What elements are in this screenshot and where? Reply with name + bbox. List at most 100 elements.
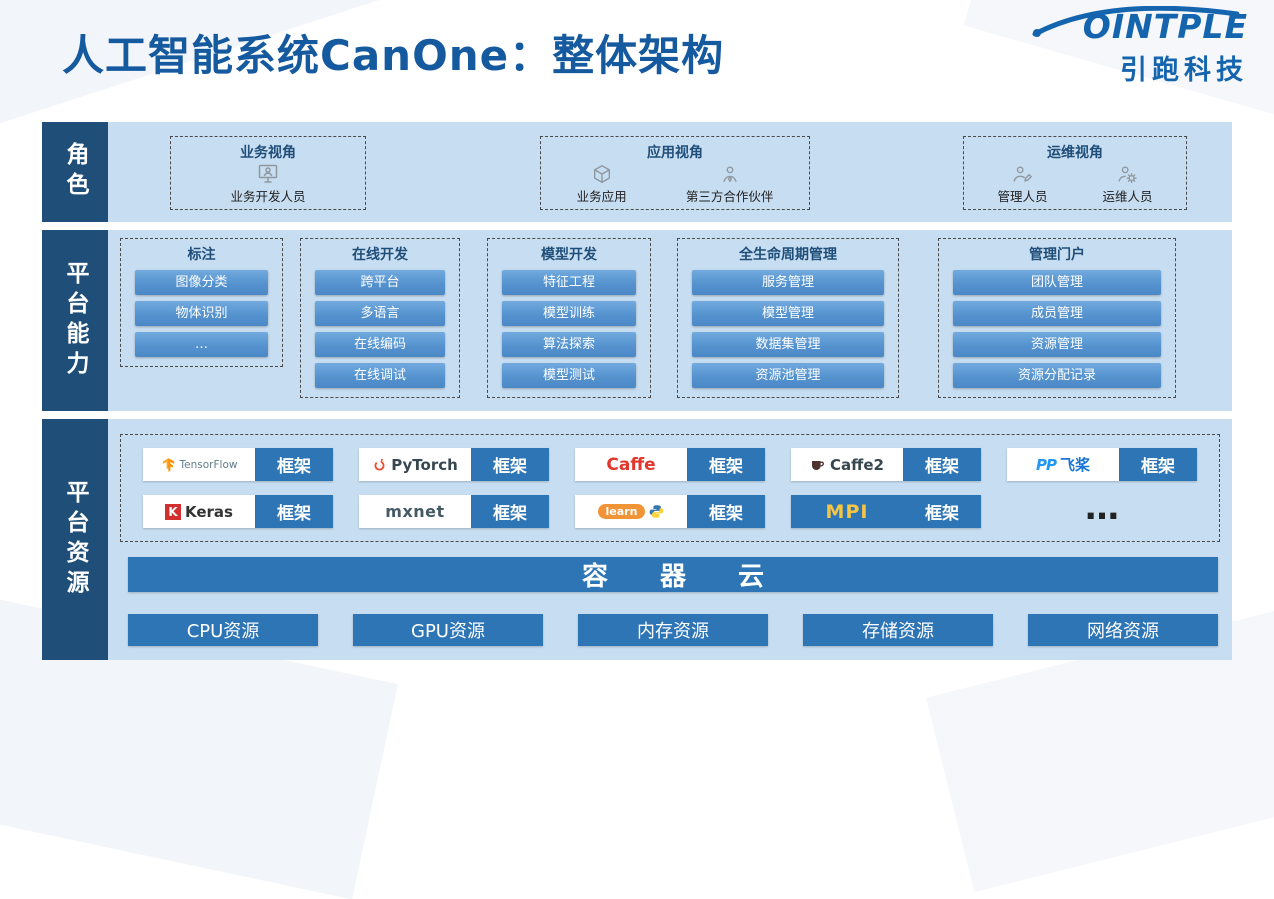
- python-icon: [650, 505, 664, 518]
- frameworks-ellipsis: …: [1085, 488, 1119, 528]
- capability-group-annotation: 标注 图像分类 物体识别 …: [120, 238, 283, 367]
- capability-item: 算法探索: [502, 332, 636, 357]
- capability-item: 模型训练: [502, 301, 636, 326]
- framework-label: 框架: [277, 457, 311, 477]
- capability-item: 在线编码: [315, 332, 445, 357]
- logo-company-name: 引跑科技: [1120, 54, 1248, 86]
- capability-item: 资源池管理: [692, 363, 884, 388]
- capability-item: 在线调试: [315, 363, 445, 388]
- company-logo: OINTPLE 引跑科技: [1008, 5, 1248, 100]
- framework-label: 框架: [1141, 457, 1175, 477]
- admin-person-icon: [1014, 166, 1033, 182]
- resource-bars-row: CPU资源 GPU资源 内存资源 存储资源 网络资源: [128, 614, 1218, 646]
- capability-item: 物体识别: [135, 301, 268, 326]
- pytorch-logo: PyTorch: [359, 448, 471, 481]
- partner-person-icon: [722, 166, 737, 183]
- capability-item: 资源管理: [953, 332, 1161, 357]
- framework-label: 框架: [493, 504, 527, 524]
- capability-item: 模型测试: [502, 363, 636, 388]
- role-item: 业务开发人员: [230, 163, 306, 205]
- keras-logo: K Keras: [143, 495, 255, 528]
- role-label: 管理人员: [997, 189, 1048, 204]
- capability-group-lifecycle: 全生命周期管理 服务管理 模型管理 数据集管理 资源池管理: [677, 238, 899, 398]
- capability-group-online-dev: 在线开发 跨平台 多语言 在线编码 在线调试: [300, 238, 460, 398]
- role-group-operations: 运维视角 管理人员 运: [963, 136, 1187, 210]
- framework-chip-caffe2: Caffe2 框架: [791, 448, 981, 481]
- framework-label: 框架: [709, 457, 743, 477]
- capability-item: 团队管理: [953, 270, 1161, 295]
- resource-bar-storage: 存储资源: [803, 614, 993, 646]
- capabilities-band-label-text: 平台能力: [62, 260, 88, 381]
- framework-label: 框架: [709, 504, 743, 524]
- role-label: 业务应用: [576, 189, 627, 204]
- framework-chip-mxnet: mxnet 框架: [359, 495, 549, 528]
- roles-band-label: 角色: [42, 122, 108, 222]
- sklearn-icon: learn: [597, 504, 646, 519]
- business-developer-icon: [258, 164, 278, 183]
- framework-label: 框架: [493, 457, 527, 477]
- caffe2-logo: Caffe2: [791, 448, 903, 481]
- paddlepaddle-icon: PP: [1035, 455, 1057, 474]
- capability-group-title: 在线开发: [352, 247, 408, 263]
- tensorflow-icon: [162, 458, 174, 472]
- resource-bar-network: 网络资源: [1028, 614, 1218, 646]
- resource-bar-gpu: GPU资源: [353, 614, 543, 646]
- role-label: 第三方合作伙伴: [685, 189, 774, 204]
- container-cloud-bar: 容 器 云: [128, 557, 1218, 592]
- capability-group-title: 模型开发: [541, 247, 597, 263]
- tensorflow-logo: TensorFlow: [143, 448, 255, 481]
- resource-bar-memory: 内存资源: [578, 614, 768, 646]
- logo-brand-text: OINTPLE: [1082, 7, 1248, 46]
- framework-label: 框架: [925, 457, 959, 477]
- capability-item: 服务管理: [692, 270, 884, 295]
- roles-band: 角色 业务视角 业务开发人员 应用视角: [42, 122, 1232, 222]
- role-group-title: 应用视角: [647, 145, 703, 161]
- coffee-cup-icon: [812, 460, 824, 470]
- caffe-logo: Caffe: [575, 448, 687, 481]
- framework-chip-mpi: MPI 框架: [791, 495, 981, 528]
- capability-group-title: 管理门户: [1029, 247, 1085, 263]
- resources-band: 平台资源 TensorFlow 框架: [42, 419, 1232, 660]
- role-group-title: 运维视角: [1047, 145, 1103, 161]
- capability-item: 多语言: [315, 301, 445, 326]
- framework-chip-sklearn-python: learn 框架: [575, 495, 765, 528]
- framework-chip-pytorch: PyTorch 框架: [359, 448, 549, 481]
- capability-item: 模型管理: [692, 301, 884, 326]
- capability-item: 成员管理: [953, 301, 1161, 326]
- capability-item: …: [135, 332, 268, 357]
- resources-band-label: 平台资源: [42, 419, 108, 660]
- framework-chip-paddle: PP 飞桨 框架: [1007, 448, 1197, 481]
- capability-item: 跨平台: [315, 270, 445, 295]
- page-title: 人工智能系统CanOne：整体架构: [62, 31, 725, 80]
- capability-item: 数据集管理: [692, 332, 884, 357]
- framework-chip-tensorflow: TensorFlow 框架: [143, 448, 333, 481]
- roles-band-label-text: 角色: [62, 142, 88, 202]
- capability-group-title: 全生命周期管理: [739, 247, 837, 263]
- mpi-logo: MPI: [825, 500, 869, 523]
- frameworks-box: TensorFlow 框架 PyTorch 框架: [120, 434, 1220, 542]
- pytorch-icon: [374, 458, 385, 471]
- role-item: 业务应用: [577, 163, 627, 205]
- resource-bar-cpu: CPU资源: [128, 614, 318, 646]
- role-item: 第三方合作伙伴: [685, 163, 774, 205]
- capability-group-model-dev: 模型开发 特征工程 模型训练 算法探索 模型测试: [487, 238, 651, 398]
- role-label: 业务开发人员: [230, 189, 306, 204]
- logo-swoosh-icon: [1027, 5, 1242, 44]
- cube-icon: [593, 165, 610, 183]
- role-group-title: 业务视角: [240, 145, 296, 161]
- framework-label: 框架: [277, 504, 311, 524]
- capability-group-admin-portal: 管理门户 团队管理 成员管理 资源管理 资源分配记录: [938, 238, 1176, 398]
- framework-label: 框架: [925, 504, 959, 524]
- role-group-application: 应用视角 业务应用 第三方合作伙伴: [540, 136, 810, 210]
- framework-chip-keras: K Keras 框架: [143, 495, 333, 528]
- role-group-business: 业务视角 业务开发人员: [170, 136, 366, 210]
- resources-band-label-text: 平台资源: [62, 479, 88, 600]
- keras-icon: K: [165, 503, 181, 520]
- capability-item: 图像分类: [135, 270, 268, 295]
- capability-group-title: 标注: [187, 247, 216, 263]
- capabilities-band: 平台能力 标注 图像分类 物体识别 … 在线开发 跨平台 多语言 在线编码 在线…: [42, 230, 1232, 411]
- paddlepaddle-logo: PP 飞桨: [1007, 448, 1119, 481]
- capabilities-band-label: 平台能力: [42, 230, 108, 411]
- role-item: 运维人员: [1102, 163, 1153, 205]
- ops-person-icon: [1119, 166, 1138, 184]
